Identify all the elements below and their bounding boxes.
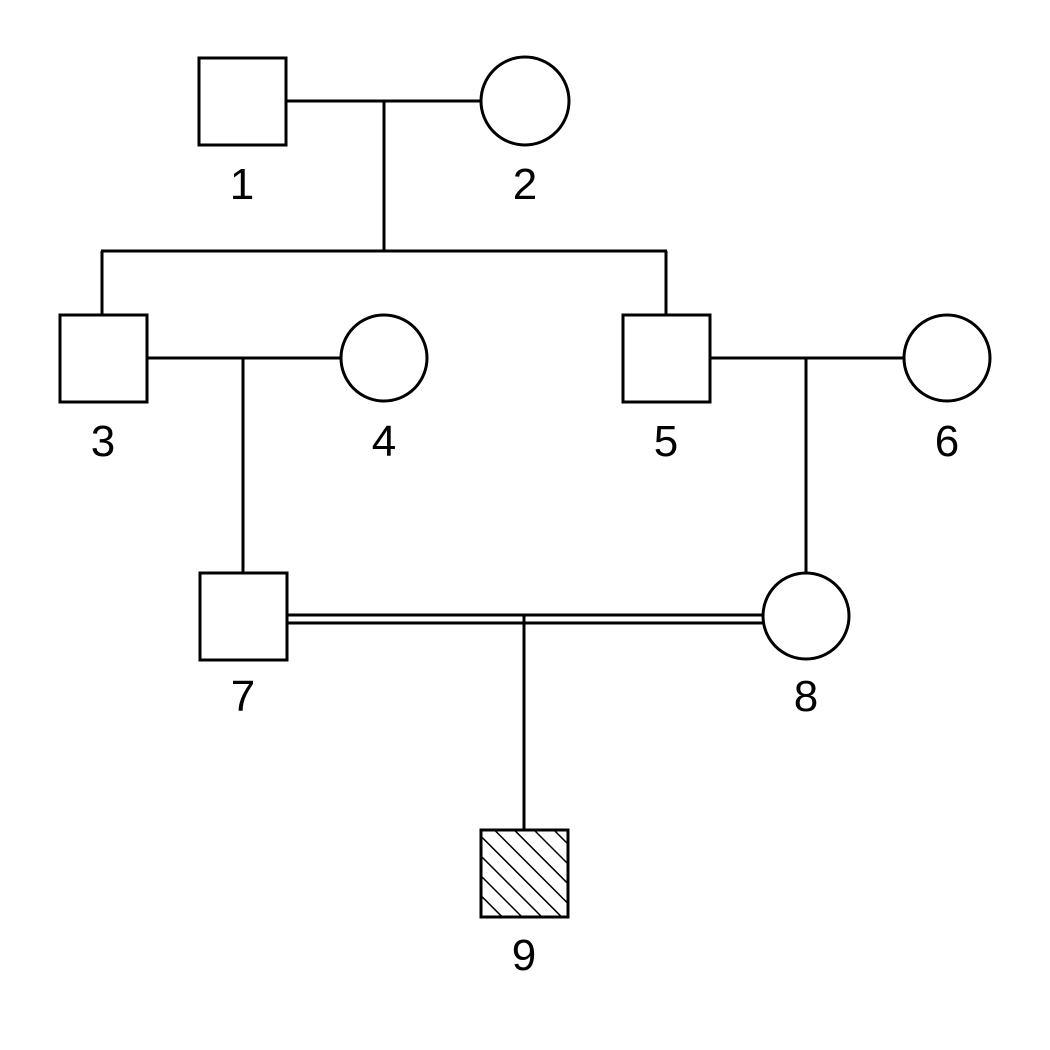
individual-4-female-circle[interactable]: [339, 313, 429, 403]
label-individual-8: 8: [793, 672, 819, 721]
label-individual-7: 7: [230, 672, 256, 721]
individual-3-male-square[interactable]: [58, 313, 149, 404]
label-individual-2: 2: [512, 160, 538, 209]
individual-1-male-square[interactable]: [197, 56, 288, 147]
individual-2-female-circle[interactable]: [479, 55, 571, 147]
individual-9-affected-male-square[interactable]: [479, 828, 570, 919]
label-individual-5: 5: [653, 417, 679, 466]
label-individual-4: 4: [371, 417, 397, 466]
individual-8-female-circle[interactable]: [761, 571, 851, 661]
individual-6-female-circle[interactable]: [902, 313, 992, 403]
label-individual-1: 1: [229, 160, 255, 209]
label-individual-6: 6: [934, 417, 960, 466]
individual-7-male-square[interactable]: [198, 571, 289, 662]
label-individual-3: 3: [90, 417, 116, 466]
label-individual-9: 9: [511, 931, 537, 980]
individual-5-male-square[interactable]: [621, 313, 712, 404]
